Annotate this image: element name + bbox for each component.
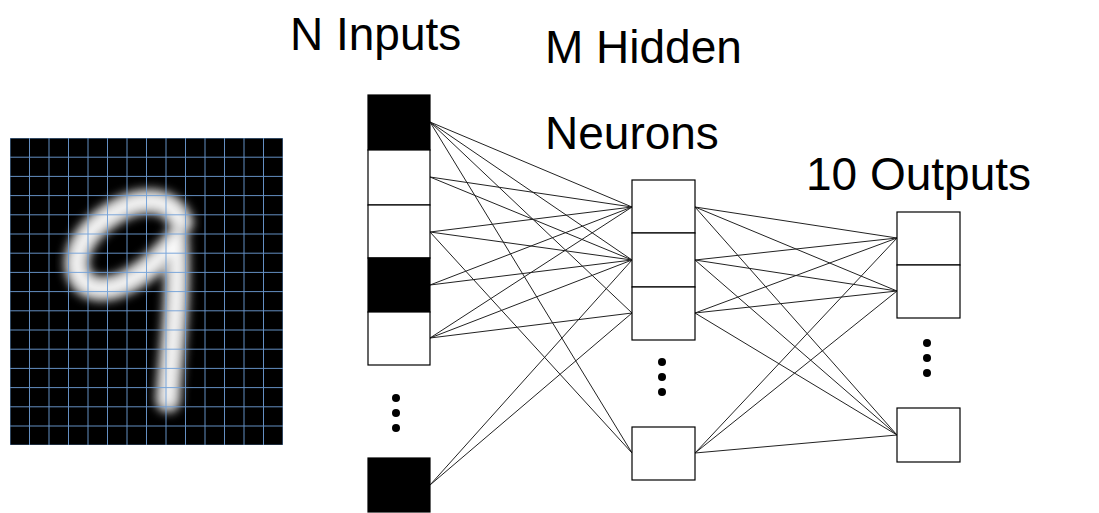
connection-line — [430, 207, 632, 338]
connection-line — [430, 260, 632, 485]
connection-line — [695, 238, 897, 313]
digit-image — [10, 138, 283, 445]
layer-label: 10 Outputs — [806, 144, 1095, 204]
connection-line — [430, 260, 632, 338]
connection-line — [430, 207, 632, 285]
hidden-boxes — [632, 180, 695, 480]
connection-line — [695, 313, 897, 435]
connection-line — [695, 207, 897, 435]
input-boxes — [368, 95, 430, 512]
connection-line — [695, 291, 897, 313]
connection-line — [430, 207, 632, 232]
connection-line — [695, 207, 897, 238]
connection-line — [695, 260, 897, 435]
ellipsis-dots — [392, 339, 931, 432]
connection-line — [430, 232, 632, 453]
layer-label: M Hidden Neurons — [545, 4, 800, 176]
output-boxes — [897, 212, 960, 462]
connection-line — [430, 177, 632, 207]
connection-line — [430, 313, 632, 338]
connection-line — [695, 238, 897, 453]
connection-line — [695, 435, 897, 453]
connection-line — [430, 122, 632, 453]
connection-line — [695, 291, 897, 453]
connection-line — [430, 313, 632, 485]
